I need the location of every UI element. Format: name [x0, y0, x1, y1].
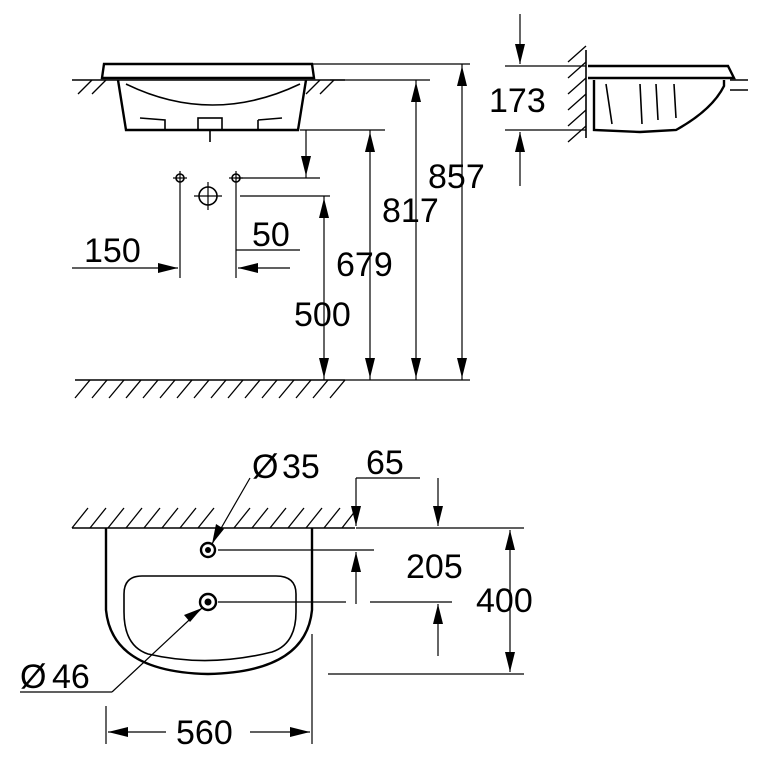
supply-spacing-label: 150: [84, 232, 141, 270]
dim-supply-height: 500: [240, 195, 351, 380]
side-view: 173: [489, 14, 748, 186]
dim-waste-hole: Ø 46: [20, 607, 203, 696]
projection-label: 400: [476, 582, 533, 620]
waste-hole-icon: [198, 592, 218, 612]
width-label: 560: [176, 714, 233, 752]
rim-height-label: 817: [382, 192, 439, 230]
total-height-label: 857: [428, 158, 485, 196]
basin-plan-outline: [104, 528, 314, 676]
dim-projection: 400: [328, 527, 533, 675]
basin-front-view: [100, 62, 316, 142]
dim-width: 560: [105, 634, 313, 752]
wall-hatch: [567, 45, 587, 143]
dim-drain-height: 679: [336, 130, 393, 380]
wall-to-tap-label: 65: [366, 444, 404, 482]
tap-hole-icon: [199, 541, 217, 559]
dim-basin-depth: 173: [489, 14, 586, 186]
front-elevation: 857 817 679 500: [72, 62, 485, 399]
supply-height-label: 500: [294, 296, 351, 334]
basin-side-view: [588, 64, 748, 134]
dim-tap-to-drain: 205: [218, 548, 463, 656]
drain-outlet-marker: [194, 182, 222, 210]
drain-height-label: 679: [336, 246, 393, 284]
plan-wall-hatch: [71, 507, 357, 529]
waste-hole-symbol: Ø: [20, 658, 46, 696]
dim-supply-offset: 50: [236, 130, 311, 273]
plan-view: Ø 35 Ø 46 65 205: [20, 444, 533, 752]
supply-left-marker: [173, 171, 187, 278]
dim-rim-height: 817: [382, 80, 439, 380]
countertop-hatch: [72, 79, 345, 95]
tap-hole-symbol: Ø: [252, 448, 278, 486]
tap-to-drain-label: 205: [406, 548, 463, 586]
supply-offset-label: 50: [252, 216, 290, 254]
dim-total-height: 857: [345, 64, 485, 381]
dim-wall-to-tap: 65: [351, 444, 443, 526]
dim-tap-hole: Ø 35: [211, 448, 320, 545]
basin-depth-label: 173: [489, 82, 546, 120]
floor-hatch: [74, 379, 346, 399]
dim-supply-spacing: 150: [72, 232, 178, 273]
tap-hole-label: 35: [282, 448, 320, 486]
waste-hole-label: 46: [52, 658, 90, 696]
